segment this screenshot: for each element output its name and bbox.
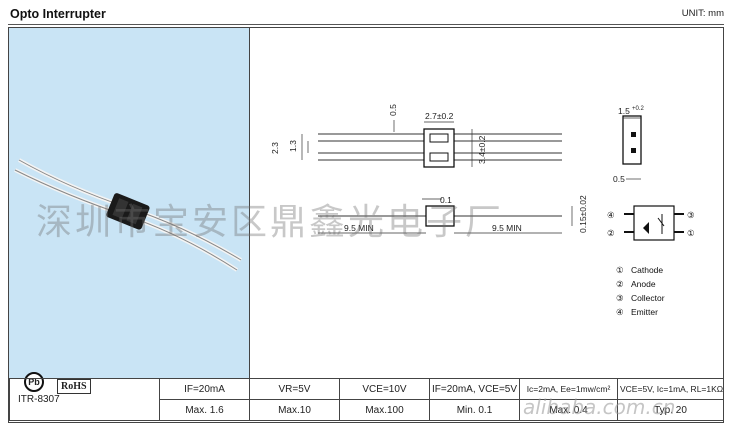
dim-pitch: 0.5 [388, 104, 398, 116]
legend-name-4: Emitter [631, 307, 658, 317]
legend-num-2: ② [616, 279, 624, 289]
legend-name-1: Cathode [631, 265, 663, 275]
legend-num-1: ① [616, 265, 624, 275]
condition-cell: IF=20mA, VCE=5V [429, 378, 520, 400]
spec-table: ITR-8307 IF=20mA VR=5V VCE=10V IF=20mA, … [9, 378, 724, 421]
unit-label: UNIT: mm [681, 8, 724, 19]
legend-num-3: ③ [616, 293, 624, 303]
condition-cell: IF=20mA [159, 378, 250, 400]
dimension-drawing: 2.7±0.2 0.5 2.3 1.3 3.4±0.2 1.5 +0.2 0.5… [270, 104, 695, 317]
dim-body-width: 2.7±0.2 [425, 111, 454, 121]
dim-side-gap: 0.5 [613, 174, 625, 184]
condition-cell: VCE=10V [339, 378, 430, 400]
dim-side-width-tol: +0.2 [632, 106, 645, 112]
pin-label-3: ③ [687, 210, 695, 220]
legend-num-4: ④ [616, 307, 624, 317]
header-divider [8, 24, 724, 25]
dim-lead-thickness: 0.1 [440, 195, 452, 205]
table-row: Max. 1.6 Max.10 Max.100 Min. 0.1 Max. 0.… [10, 399, 724, 421]
dim-side-width: 1.5 [618, 106, 630, 116]
dim-overall-height: 2.3 [270, 142, 280, 154]
pin-label-1: ① [687, 228, 695, 238]
legend-name-2: Anode [631, 279, 656, 289]
value-cell: Max. 0.4 [519, 399, 618, 421]
pin-label-2: ② [607, 228, 615, 238]
dim-lead-width: 0.15±0.02 [578, 195, 588, 233]
dim-slot-height: 1.3 [288, 140, 298, 152]
value-cell: Min. 0.1 [429, 399, 520, 421]
value-cell: Typ. 20 [617, 399, 724, 421]
pin-label-4: ④ [607, 210, 615, 220]
legend-name-3: Collector [631, 293, 665, 303]
dim-lead-min-left: 9.5 MIN [344, 223, 374, 233]
watermark-alibaba: alibaba.com.cn [523, 395, 676, 419]
dim-body-height: 3.4±0.2 [477, 135, 487, 164]
value-cell: Max.10 [249, 399, 340, 421]
page-title: Opto Interrupter [10, 7, 106, 21]
dimension-drawing-panel: 2.7±0.2 0.5 2.3 1.3 3.4±0.2 1.5 +0.2 0.5… [250, 28, 723, 378]
value-cell: Max.100 [339, 399, 430, 421]
component-body [106, 193, 150, 230]
watermark-company: 深圳市宝安区鼎鑫光电子厂 [36, 202, 505, 243]
dim-lead-min-right: 9.5 MIN [492, 223, 522, 233]
datasheet-frame [8, 27, 724, 423]
product-photo [14, 158, 243, 272]
model-cell: ITR-8307 [9, 378, 160, 421]
value-cell: Max. 1.6 [159, 399, 250, 421]
condition-cell: VR=5V [249, 378, 340, 400]
